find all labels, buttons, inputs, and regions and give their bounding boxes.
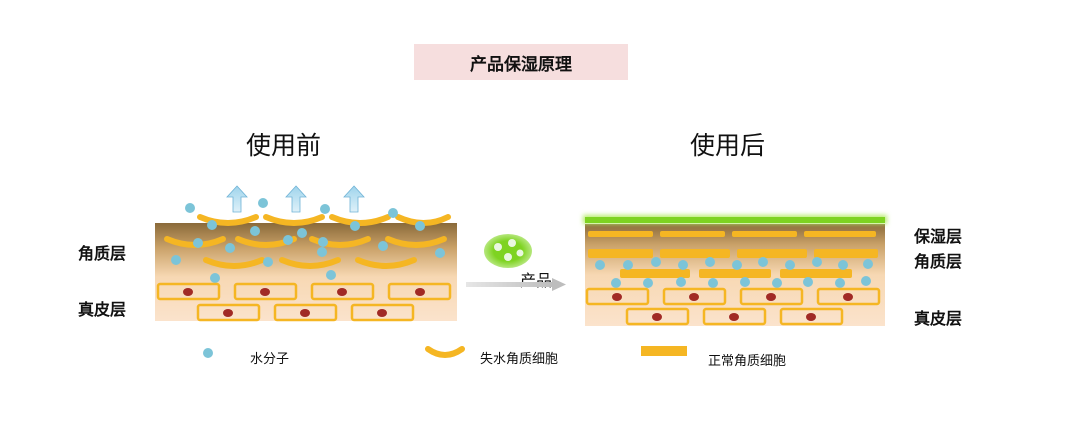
transition-arrow-icon xyxy=(466,278,566,291)
after-label-moist-layer: 保湿层 xyxy=(914,227,963,246)
water-molecule-icon xyxy=(171,198,445,283)
after-label-stratum-corneum: 角质层 xyxy=(914,252,963,271)
moisturizing-layer xyxy=(583,215,887,224)
before-label-dermis: 真皮层 xyxy=(78,300,127,319)
dehydrated-keratinocyte xyxy=(164,214,451,269)
evaporation-arrow-icon xyxy=(226,185,365,213)
dermis-cell xyxy=(585,287,881,326)
normal-keratinocyte xyxy=(588,231,878,278)
water-molecule-icon xyxy=(595,257,873,288)
cell-nucleus xyxy=(183,288,425,317)
before-skin-panel xyxy=(155,185,457,322)
cell-nucleus xyxy=(612,293,853,321)
after-heading: 使用后 xyxy=(690,131,766,160)
after-skin-panel xyxy=(583,215,887,326)
before-heading: 使用前 xyxy=(246,131,322,160)
diagram-title: 产品保湿原理 xyxy=(414,44,628,80)
legend xyxy=(203,346,687,358)
product-icon xyxy=(484,234,532,268)
after-label-dermis: 真皮层 xyxy=(914,309,963,328)
before-label-stratum-corneum: 角质层 xyxy=(78,244,127,263)
legend-dehydrated-cell-icon xyxy=(425,346,465,358)
legend-label-normal-cell: 正常角质细胞 xyxy=(708,354,787,369)
legend-label-dehydrated-cell: 失水角质细胞 xyxy=(480,352,559,367)
dermis-cell xyxy=(156,282,452,322)
legend-label-water: 水分子 xyxy=(250,352,290,367)
legend-water-molecule-icon xyxy=(203,348,213,358)
legend-normal-cell-icon xyxy=(641,346,687,356)
